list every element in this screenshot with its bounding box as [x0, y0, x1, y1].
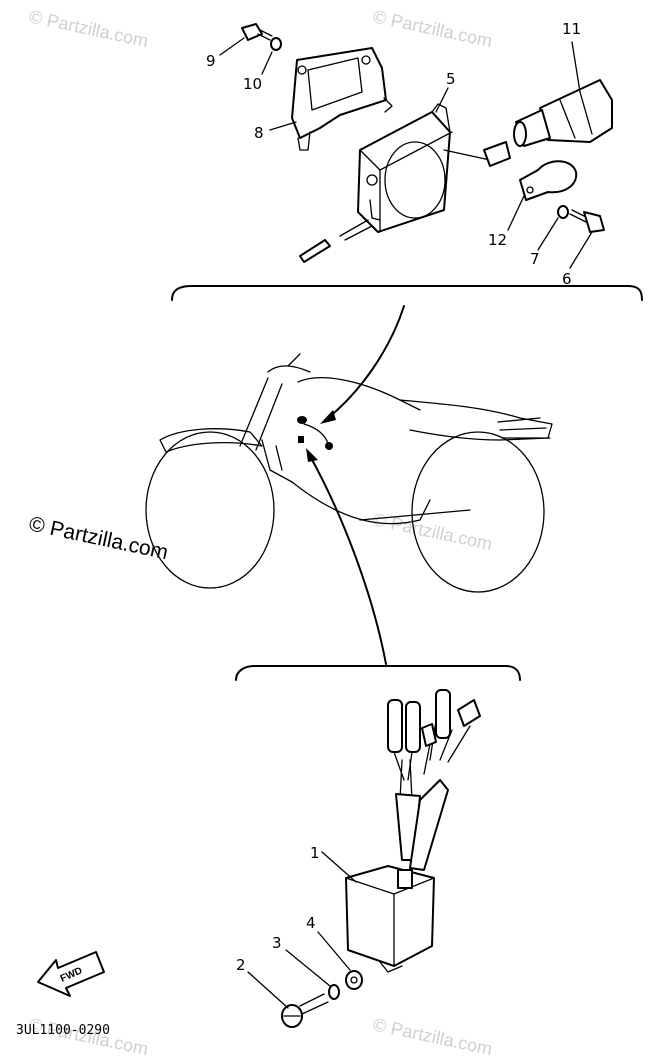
clamp-hole	[526, 186, 534, 194]
leader-6	[569, 231, 593, 269]
bracket-hole-left	[297, 65, 307, 75]
fork	[239, 377, 283, 451]
connector-2	[405, 701, 421, 753]
callout-6: 6	[562, 270, 572, 288]
screw-thread	[299, 993, 329, 1015]
clamp-bolt-head	[583, 211, 605, 233]
callout-5: 5	[446, 70, 456, 88]
bracket-tab	[297, 131, 311, 151]
cdi-unit-box	[345, 865, 435, 967]
callout-4: 4	[306, 914, 316, 932]
fwd-arrow-icon	[37, 951, 105, 997]
front-fender	[159, 428, 263, 453]
leader-8	[269, 121, 297, 131]
callout-1: 1	[310, 844, 320, 862]
callout-12: 12	[488, 231, 507, 249]
coil-winding	[384, 141, 446, 219]
callout-3: 3	[272, 934, 282, 952]
lock-washer	[270, 37, 282, 51]
pointer-bottom-arrowhead	[306, 448, 318, 462]
lt-connector	[299, 239, 331, 263]
leader-7	[537, 217, 559, 251]
handlebar	[267, 353, 311, 373]
bolt-thread	[257, 29, 273, 41]
clamp-washer	[557, 205, 569, 219]
leader-2	[247, 971, 289, 1009]
bracket-tab-right	[383, 97, 393, 113]
rear-fender-stripes	[497, 417, 551, 439]
ht-lead	[443, 149, 491, 161]
cdi-unit-group: 1 2 3 4	[235, 665, 521, 1028]
bolt-head	[241, 23, 263, 41]
cap-tip	[513, 121, 527, 147]
bracket-cutout	[307, 57, 363, 111]
leader-3	[285, 949, 331, 987]
top-group-brace	[171, 285, 643, 301]
callout-10: 10	[243, 75, 262, 93]
rear-wheel	[411, 431, 545, 593]
callout-8: 8	[254, 124, 264, 142]
fuel-tank	[297, 377, 421, 411]
spark-plug-cap	[539, 79, 613, 143]
leader-5	[435, 87, 449, 113]
cord-clamp	[519, 160, 578, 201]
motorcycle-outline	[145, 353, 553, 593]
cdi-mount-point	[298, 436, 304, 443]
watermark-middle-right: © Partzilla.com	[371, 509, 494, 554]
connector-1	[387, 699, 403, 753]
diagram-code: 3UL1100-0290	[16, 1023, 110, 1038]
coil-foot	[369, 199, 381, 221]
connector-5	[421, 723, 437, 747]
leader-4	[317, 931, 351, 971]
pointer-top-to-bike	[327, 305, 405, 419]
callout-2: 2	[236, 956, 246, 974]
leader-1	[321, 851, 357, 883]
bracket-part	[291, 47, 387, 139]
cdi-mount-tab	[379, 961, 403, 973]
washer-hole	[350, 976, 358, 984]
connector-4	[457, 699, 481, 727]
forward-arrow: FWD	[37, 951, 105, 997]
swingarm	[359, 509, 471, 521]
plug-point	[325, 442, 333, 450]
cdi-wire-sleeve-right	[409, 779, 449, 871]
leader-10	[261, 51, 273, 75]
mount-wire	[303, 423, 329, 445]
pointer-bottom-to-bike	[309, 455, 387, 665]
cap-rib	[559, 91, 593, 139]
lt-wire	[339, 219, 373, 241]
leader-9	[219, 37, 245, 56]
coil-mount-point	[297, 416, 307, 424]
coil-terminal	[366, 174, 378, 186]
callout-11: 11	[562, 20, 581, 38]
watermark-bottom-right: © Partzilla.com	[371, 1014, 494, 1056]
seat-and-tail	[399, 399, 553, 441]
cdi-box-edges	[345, 877, 435, 967]
cdi-grommet	[397, 869, 413, 889]
front-wheel	[145, 431, 275, 589]
watermark-top-right: © Partzilla.com	[371, 6, 494, 51]
callout-9: 9	[206, 52, 216, 70]
leader-11	[571, 41, 581, 93]
ignition-coil-group: 9 10 8 5 11 12 7 6	[171, 20, 643, 301]
watermark-top-left: © Partzilla.com	[27, 6, 150, 51]
connector-leads	[393, 743, 431, 781]
bracket-hole-right	[361, 55, 371, 65]
ht-connector	[483, 141, 511, 167]
lock-washer-3	[328, 984, 340, 1000]
connector-3	[435, 689, 451, 739]
callout-7: 7	[530, 250, 540, 268]
plain-washer-4	[345, 970, 363, 990]
leader-12	[507, 195, 525, 231]
side-cover	[261, 439, 293, 483]
bottom-group-brace	[235, 665, 521, 681]
coil-mount-ear	[431, 103, 451, 133]
pointer-top-arrowhead	[320, 410, 336, 424]
watermark-main: © Partzilla.com	[27, 512, 170, 564]
